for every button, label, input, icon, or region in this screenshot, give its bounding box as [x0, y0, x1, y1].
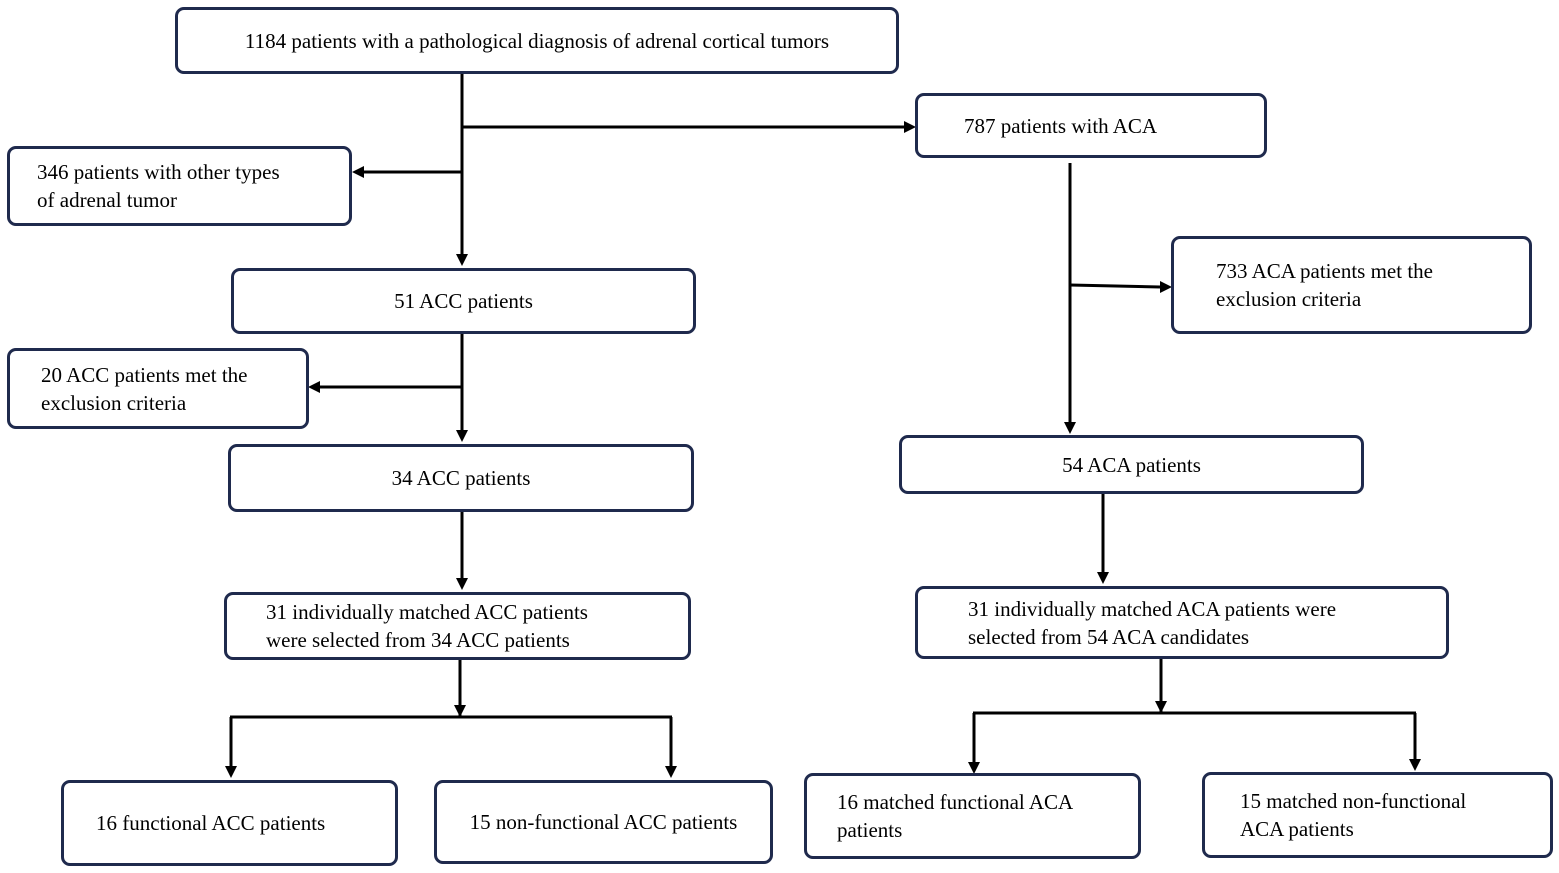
node-other-tumor-types-label: 346 patients with other types of adrenal… — [37, 160, 280, 212]
node-aca-31-matched-label: 31 individually matched ACA patients wer… — [968, 596, 1337, 649]
arrowhead-to-aca-787 — [904, 121, 916, 133]
node-aca-54-label: 54 ACA patients — [1062, 452, 1201, 477]
node-acc-51-label: 51 ACC patients — [394, 289, 533, 313]
node-aca-787-label: 787 patients with ACA — [964, 113, 1158, 138]
arrowhead-acc-split — [454, 705, 466, 717]
arrowhead-to-acc-34 — [456, 430, 468, 442]
node-aca-787: 787 patients with ACA — [915, 93, 1267, 158]
node-acc-functional: 16 functional ACC patients — [61, 780, 398, 866]
node-aca-nonfunctional: 15 matched non-functional ACA patients — [1202, 772, 1553, 858]
node-total-patients: 1184 patients with a pathological diagno… — [175, 7, 899, 74]
node-acc-31-matched: 31 individually matched ACC patients wer… — [224, 592, 691, 660]
node-acc-20-excluded: 20 ACC patients met the exclusion criter… — [7, 348, 309, 429]
arrowhead-aca-split — [1155, 701, 1167, 713]
node-aca-733-excluded: 733 ACA patients met the exclusion crite… — [1171, 236, 1532, 334]
arrowhead-to-acc-51 — [456, 254, 468, 266]
node-aca-functional: 16 matched functional ACA patients — [804, 773, 1141, 859]
arrowhead-to-aca-functional — [968, 762, 980, 774]
node-acc-51: 51 ACC patients — [231, 268, 696, 334]
arrowhead-to-other-types — [352, 166, 364, 178]
node-aca-nonfunctional-label: 15 matched non-functional ACA patients — [1240, 789, 1467, 841]
connector-to-aca-733 — [1069, 283, 1161, 289]
node-acc-20-excluded-label: 20 ACC patients met the exclusion criter… — [41, 362, 248, 415]
node-aca-31-matched: 31 individually matched ACA patients wer… — [915, 586, 1449, 659]
node-acc-functional-label: 16 functional ACC patients — [96, 811, 326, 835]
node-aca-733-excluded-label: 733 ACA patients met the exclusion crite… — [1216, 259, 1433, 311]
node-acc-34-label: 34 ACC patients — [391, 466, 531, 490]
node-acc-nonfunctional-label: 15 non-functional ACC patients — [469, 810, 738, 834]
node-other-tumor-types: 346 patients with other types of adrenal… — [7, 146, 352, 226]
node-aca-functional-label: 16 matched functional ACA patients — [837, 790, 1074, 842]
arrowhead-to-acc-31 — [456, 578, 468, 590]
node-acc-34: 34 ACC patients — [228, 444, 694, 512]
arrowhead-to-aca-nonfunctional — [1409, 759, 1421, 771]
node-acc-nonfunctional: 15 non-functional ACC patients — [434, 780, 773, 864]
node-total-patients-label: 1184 patients with a pathological diagno… — [244, 28, 830, 53]
arrowhead-to-aca-733 — [1160, 281, 1172, 293]
arrowhead-to-acc-functional — [225, 766, 237, 778]
node-aca-54: 54 ACA patients — [899, 435, 1364, 494]
arrowhead-to-acc-20 — [308, 381, 320, 393]
arrowhead-to-acc-nonfunctional — [665, 766, 677, 778]
node-acc-31-matched-label: 31 individually matched ACC patients wer… — [266, 600, 588, 652]
arrowhead-to-aca-54 — [1064, 422, 1076, 434]
arrowhead-to-aca-31 — [1097, 572, 1109, 584]
